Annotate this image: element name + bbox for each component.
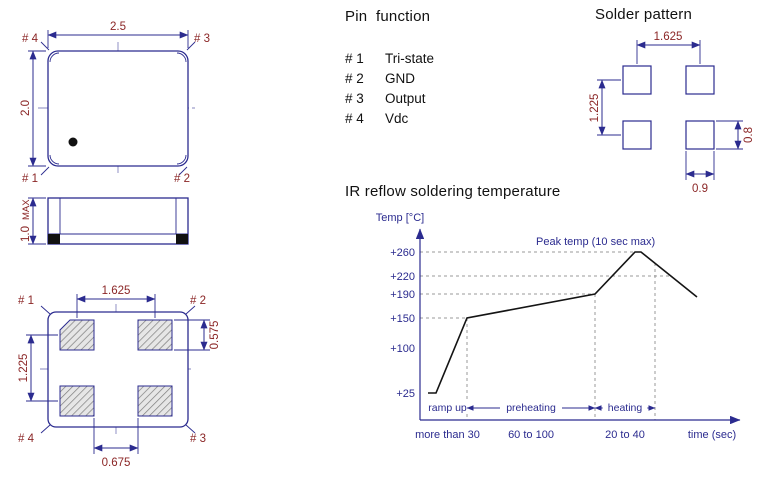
bottom-pad-width-dim: 0.675 <box>102 457 131 469</box>
solder-pitch-y-dimension: 1.225 <box>589 79 621 136</box>
pin-number: # 3 <box>345 91 364 106</box>
solder-pad-tl <box>622 65 652 95</box>
bottom-pad-height-dim: 0.575 <box>209 321 221 350</box>
width-dimension: 2.5 <box>47 21 189 48</box>
side-view-details <box>48 198 188 244</box>
pin-function-label: Output <box>385 91 426 106</box>
package-side-view: 1.0 MAX <box>20 197 189 245</box>
y-tick-label: +190 <box>390 289 415 301</box>
pin-row-1: # 1 Tri-state <box>345 51 434 66</box>
pin-row-2: # 2 GND <box>345 71 434 86</box>
phase-label-bg <box>425 401 470 414</box>
phase-name-label: ramp up <box>428 402 467 414</box>
pin-number: # 2 <box>345 71 364 86</box>
pad-1 <box>59 319 95 351</box>
pad-3 <box>137 385 173 417</box>
side-height-dim-suffix: MAX <box>21 199 32 220</box>
reflow-chart-title: IR reflow soldering temperature <box>345 183 561 200</box>
bottom-view-pin4-label: # 4 <box>18 433 35 445</box>
pin-number: # 1 <box>345 51 364 66</box>
top-view-height-dim: 2.0 <box>20 100 32 116</box>
pin-function-label: Tri-state <box>385 51 435 66</box>
phase-name-label: preheating <box>506 402 556 414</box>
bottom-pitch-y-dim: 1.225 <box>18 354 30 383</box>
bottom-pin-leaders <box>40 305 196 434</box>
top-view-pin1-label: # 1 <box>22 173 38 185</box>
solder-pattern-title: Solder pattern <box>595 6 693 23</box>
solder-pitch-x-dim: 1.625 <box>654 31 683 43</box>
bottom-view-pin1-label: # 1 <box>18 295 34 307</box>
top-view-pin4-label: # 4 <box>22 33 39 45</box>
pin-row-3: # 3 Output <box>345 91 434 106</box>
pin-number: # 4 <box>345 111 364 126</box>
phase-duration-label: 20 to 40 <box>605 429 645 441</box>
y-tick-label: +25 <box>396 388 415 400</box>
top-view-pin3-label: # 3 <box>194 33 210 45</box>
y-tick-label: +150 <box>390 313 415 325</box>
pin-leader-lines <box>40 41 196 176</box>
top-view-pin2-label: # 2 <box>174 173 190 185</box>
solder-pad-height-dimension: 0.8 <box>716 120 755 150</box>
solder-pad-br <box>685 120 715 150</box>
phase-label-bg <box>602 401 648 414</box>
pin-function-table: # 1 Tri-state # 2 GND # 3 Output # 4 Vdc <box>345 51 434 126</box>
solder-pad-bl <box>622 120 652 150</box>
solder-pad-tr <box>685 65 715 95</box>
thickness-dimension: 1.0 MAX <box>20 197 46 245</box>
pad-4 <box>59 385 95 417</box>
side-height-dim-value: 1.0 <box>20 226 32 242</box>
package-top-view: 2.5 2.0 # 4 # 3 # 1 # 2 <box>20 21 210 185</box>
solder-pad-width-dimension: 0.9 <box>685 151 715 195</box>
bottom-pitch-x-dim: 1.625 <box>102 285 131 297</box>
solder-pad-height-dim: 0.8 <box>743 127 755 143</box>
pad-width-dimension: 0.675 <box>93 418 139 469</box>
solder-pitch-y-dim: 1.225 <box>589 94 601 123</box>
solder-pattern-drawing: 1.625 1.225 0.8 0.9 <box>589 31 755 195</box>
height-dimension: 2.0 <box>20 50 46 167</box>
phase-duration-label: 60 to 100 <box>508 429 554 441</box>
phase-label-bg <box>500 401 562 414</box>
top-view-width-dim: 2.5 <box>110 21 126 33</box>
corner-castellations <box>49 52 187 165</box>
phase-name-label: heating <box>608 402 643 414</box>
pin-function-title: Pin function <box>345 8 431 25</box>
pin-row-4: # 4 Vdc <box>345 111 434 126</box>
temperature-profile-line <box>428 251 698 394</box>
pin1-marker-dot <box>68 137 78 147</box>
pad-pitch-x-dimension: 1.625 <box>76 285 156 318</box>
pin-function-label: Vdc <box>385 111 409 126</box>
bottom-view-pin3-label: # 3 <box>190 433 206 445</box>
pin-function-label: GND <box>385 71 415 86</box>
pin-function-panel: Pin function # 1 Tri-state # 2 GND # 3 Outp… <box>345 8 434 131</box>
package-body-outline <box>47 50 189 167</box>
peak-temp-annotation: Peak temp (10 sec max) <box>536 236 655 248</box>
pad-height-dimension: 0.575 <box>174 319 221 351</box>
y-tick-label: +100 <box>390 343 415 355</box>
solder-pitch-x-dimension: 1.625 <box>636 31 701 64</box>
pad-2 <box>137 319 173 351</box>
bottom-view-pin2-label: # 2 <box>190 295 206 307</box>
y-axis-caption: Temp [°C] <box>376 212 424 224</box>
phase-duration-label: more than 30 <box>415 429 480 441</box>
package-bottom-view: 1.625 1.225 0.575 0.675 # 1 # 2 # <box>18 285 221 469</box>
x-axis-caption: time (sec) <box>688 429 736 441</box>
y-tick-label: +260 <box>390 247 415 259</box>
side-body-outline <box>47 197 189 245</box>
y-tick-label: +220 <box>390 271 415 283</box>
solder-pad-width-dim: 0.9 <box>692 183 708 195</box>
pad-pitch-y-dimension: 1.225 <box>18 334 58 402</box>
reflow-temperature-chart: +260 +220 +190 +150 +100 +25 Peak temp (10 sec… <box>376 212 741 441</box>
